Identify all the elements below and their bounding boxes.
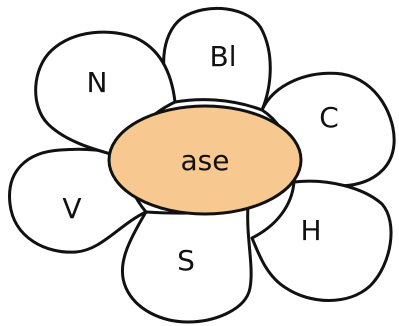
petal-label-n: N (87, 66, 108, 99)
petal-h (250, 179, 393, 302)
petal-bl (162, 6, 272, 112)
center-label: ase (181, 144, 230, 177)
flower-center (107, 104, 303, 216)
petal-label-h: H (300, 214, 321, 247)
petal-s (121, 204, 253, 324)
petal-label-bl: Bl (210, 40, 237, 73)
petal-label-c: C (319, 101, 339, 134)
petal-label-v: V (62, 192, 81, 225)
petal-label-s: S (177, 244, 195, 277)
